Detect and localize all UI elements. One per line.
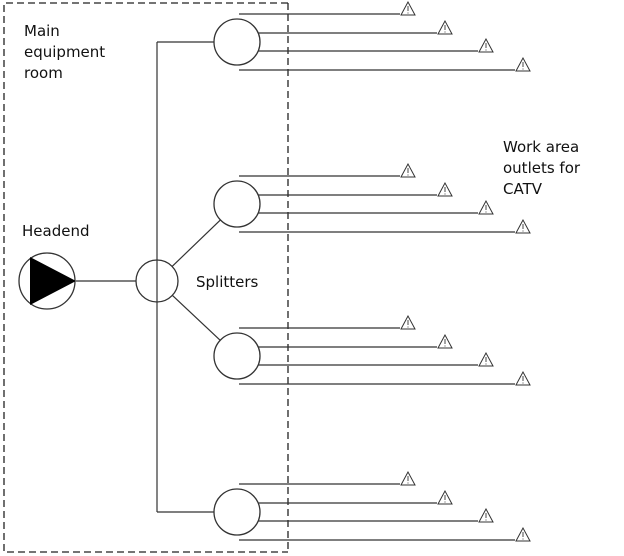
headend-label: Headend [22, 222, 89, 240]
splitter-group [213, 162, 531, 234]
splitter-group [213, 470, 531, 542]
outlets-label-line-1: Work area [503, 138, 579, 156]
branch-splitter [213, 332, 261, 380]
room-label-line-3: room [24, 64, 63, 82]
room-label-line-1: Main [24, 22, 60, 40]
feeder-line [171, 294, 221, 341]
splitter-group [213, 0, 531, 72]
branch-splitter [213, 180, 261, 228]
connection-lines [156, 41, 221, 513]
outlets-label-line-3: CATV [503, 180, 543, 198]
branch-splitter [213, 18, 261, 66]
splitter-groups [213, 0, 531, 542]
outlets-label-line-2: outlets for [503, 159, 581, 177]
branch-splitter [213, 488, 261, 536]
splitters-label: Splitters [196, 273, 259, 291]
feeder-line [171, 219, 221, 267]
equipment-room-boundary [3, 2, 288, 553]
room-label-line-2: equipment [24, 43, 105, 61]
headend-amplifier-icon [30, 257, 76, 305]
splitter-group [213, 314, 531, 386]
